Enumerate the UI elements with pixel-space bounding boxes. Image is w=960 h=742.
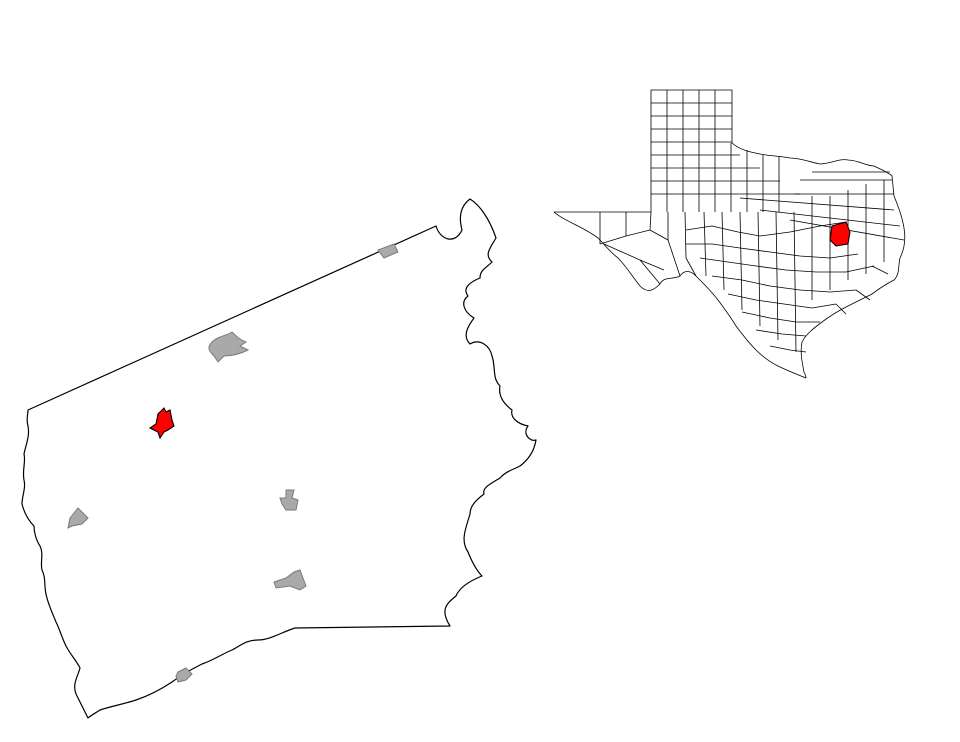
state-outline: [553, 89, 906, 379]
place-4: [279, 489, 299, 511]
state-locator-map: [553, 89, 906, 379]
county-detail-map: [21, 198, 537, 719]
highlighted-county: [829, 221, 851, 247]
place-5: [273, 569, 307, 591]
county-boundary: [21, 198, 537, 719]
highlighted-place: [148, 407, 175, 440]
county-grid-west-central: [599, 171, 905, 353]
place-2: [208, 331, 250, 363]
place-1: [377, 243, 399, 259]
place-3: [67, 507, 89, 529]
place-6: [175, 667, 193, 683]
county-grid-panhandle: [651, 90, 800, 212]
county-places: [67, 243, 399, 683]
